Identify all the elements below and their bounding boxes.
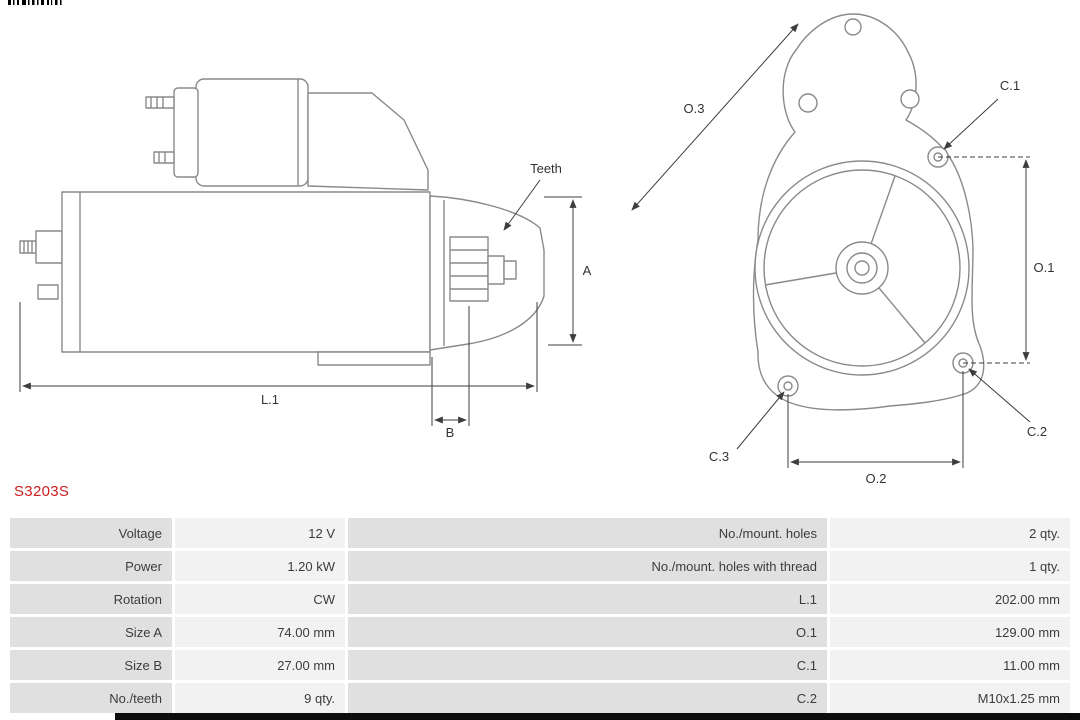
spec-label: O.1 <box>348 617 827 647</box>
dim-o3-label: O.3 <box>684 101 705 116</box>
spec-label: No./teeth <box>10 683 172 713</box>
spec-label: No./mount. holes with thread <box>348 551 827 581</box>
spec-value: M10x1.25 mm <box>830 683 1070 713</box>
spec-label: Rotation <box>10 584 172 614</box>
spec-table: Voltage 12 V No./mount. holes 2 qty. Pow… <box>10 518 1070 713</box>
side-view-dimensions <box>19 179 582 426</box>
side-view <box>19 78 545 366</box>
spec-label: C.2 <box>348 683 827 713</box>
front-view <box>752 13 985 411</box>
spec-value: 74.00 mm <box>175 617 345 647</box>
spec-value: 202.00 mm <box>830 584 1070 614</box>
spec-value: CW <box>175 584 345 614</box>
spec-value: 11.00 mm <box>830 650 1070 680</box>
starter-motor-drawing: Teeth A L.1 B <box>8 0 1055 486</box>
dim-l1-label: L.1 <box>261 392 279 407</box>
front-view-labels: O.3 C.1 O.1 C.2 C.3 O.2 <box>684 78 1055 486</box>
dim-c2-label: C.2 <box>1027 424 1047 439</box>
spec-value: 12 V <box>175 518 345 548</box>
barcode-mark <box>8 0 62 5</box>
spec-label: Power <box>10 551 172 581</box>
spec-label: C.1 <box>348 650 827 680</box>
dim-c3-label: C.3 <box>709 449 729 464</box>
dim-a-label: A <box>583 263 592 278</box>
dim-o1-label: O.1 <box>1034 260 1055 275</box>
technical-drawing: Teeth A L.1 B <box>8 0 1055 486</box>
dim-c1-label: C.1 <box>1000 78 1020 93</box>
spec-value: 1.20 kW <box>175 551 345 581</box>
spec-label: L.1 <box>348 584 827 614</box>
dim-b-label: B <box>446 425 455 440</box>
spec-label: No./mount. holes <box>348 518 827 548</box>
spec-label: Size B <box>10 650 172 680</box>
bottom-bar <box>115 713 1080 720</box>
spec-value: 27.00 mm <box>175 650 345 680</box>
side-view-labels: Teeth A L.1 B <box>261 161 592 440</box>
front-view-dimensions <box>631 23 1031 468</box>
part-number: S3203S <box>14 483 70 500</box>
teeth-label: Teeth <box>530 161 562 176</box>
spec-value: 1 qty. <box>830 551 1070 581</box>
spec-value: 2 qty. <box>830 518 1070 548</box>
spec-value: 9 qty. <box>175 683 345 713</box>
dim-o2-label: O.2 <box>866 471 887 486</box>
spec-value: 129.00 mm <box>830 617 1070 647</box>
spec-label: Voltage <box>10 518 172 548</box>
spec-label: Size A <box>10 617 172 647</box>
